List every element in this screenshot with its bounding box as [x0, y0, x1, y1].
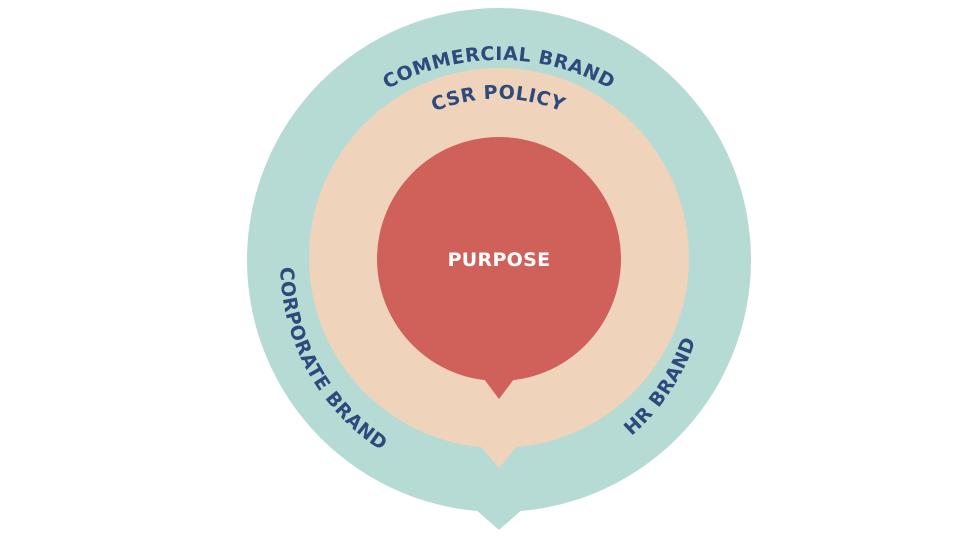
- purpose-label: PURPOSE: [448, 249, 551, 271]
- middle-ring-pointer: [479, 444, 519, 468]
- outer-ring-pointer: [474, 508, 524, 530]
- core-pointer: [481, 375, 517, 399]
- core-circle: [377, 137, 621, 381]
- core-circle-group: [377, 137, 621, 399]
